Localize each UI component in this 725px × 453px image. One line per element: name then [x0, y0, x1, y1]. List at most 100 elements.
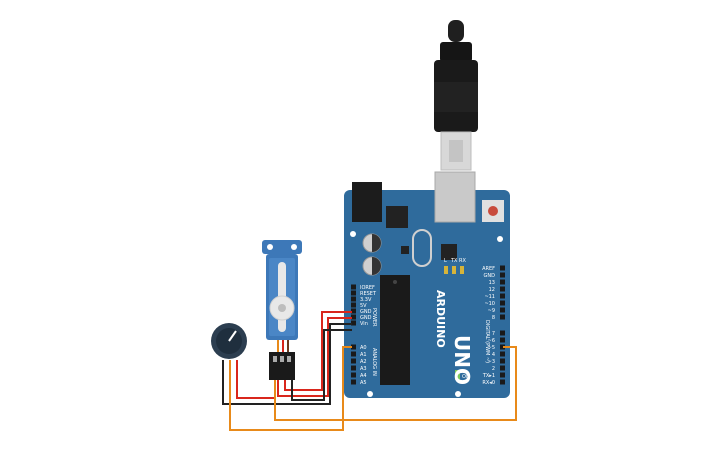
mounting-hole	[350, 231, 356, 237]
header-pin[interactable]	[500, 293, 505, 299]
pin-label: A1	[360, 352, 367, 358]
pin-label: GND	[484, 273, 496, 279]
power-section-label: POWER	[371, 308, 377, 327]
pin-label: ~11	[484, 294, 495, 300]
pot-indicator	[228, 330, 237, 342]
pin-label: TX▸1	[482, 373, 495, 379]
header-pin[interactable]	[500, 272, 505, 278]
header-pin[interactable]	[500, 358, 505, 364]
led-rx-label: RX	[459, 258, 466, 264]
pin-label: 4	[492, 352, 495, 358]
header-pin[interactable]	[500, 351, 505, 357]
usb-plug-grip	[434, 82, 478, 112]
header-pin[interactable]	[351, 314, 356, 320]
crystal	[412, 229, 432, 267]
servo-mount-tab	[262, 240, 302, 254]
pin-label: AREF	[482, 266, 495, 272]
pin-label: A3	[360, 366, 367, 372]
header-pin[interactable]	[351, 302, 356, 308]
on-led	[455, 370, 460, 380]
header-pin[interactable]	[351, 351, 356, 357]
header-pin[interactable]	[500, 379, 505, 385]
header-pin[interactable]	[351, 372, 356, 378]
pin-label: ~3	[488, 359, 495, 365]
header-pin[interactable]	[351, 358, 356, 364]
atmega-chip	[380, 275, 410, 385]
wire-gnd-servo[interactable]	[291, 329, 352, 401]
wire-a0-pot-wiper[interactable]	[229, 346, 352, 431]
pin-label: 12	[489, 287, 495, 293]
pin-label: RESET	[360, 291, 377, 297]
brand-label: ARDUINO	[434, 290, 447, 348]
pin-label: 5V	[360, 303, 367, 309]
usb-cable[interactable]	[434, 20, 478, 171]
pin-label: RX◂0	[482, 380, 495, 386]
pin-label: ~6	[488, 338, 495, 344]
pin-label: IOREF	[360, 285, 375, 291]
pin-label: Vin	[360, 321, 368, 327]
on-label: ON	[462, 374, 470, 380]
header-pin[interactable]	[351, 284, 356, 290]
header-pin[interactable]	[351, 344, 356, 350]
pin-label: 2	[492, 366, 495, 372]
header-pin[interactable]	[351, 320, 356, 326]
header-pin[interactable]	[500, 337, 505, 343]
pin-label: ~5	[488, 345, 495, 351]
wires[interactable]	[222, 311, 517, 431]
wire-gnd-pot[interactable]	[222, 323, 352, 405]
usb-plug-contact	[449, 140, 463, 162]
voltage-regulator	[386, 206, 408, 228]
header-pin[interactable]	[500, 307, 505, 313]
pin-label: GND	[360, 309, 372, 315]
wire-d5-servo-signal[interactable]	[274, 346, 517, 421]
pin-label: A0	[360, 345, 367, 351]
header-pin[interactable]	[351, 290, 356, 296]
header-pin[interactable]	[351, 296, 356, 302]
servo-pin	[280, 356, 284, 362]
pin-label: 7	[492, 331, 495, 337]
header-pin[interactable]	[351, 379, 356, 385]
header-pin[interactable]	[500, 300, 505, 306]
pin-label: A4	[360, 373, 367, 379]
capacitor-band	[372, 234, 381, 252]
reset-button[interactable]	[488, 206, 498, 216]
pin-label: ~10	[484, 301, 495, 307]
led-tx-label: TX	[450, 258, 458, 264]
led-rx	[460, 266, 464, 274]
pin-label: ~9	[488, 308, 495, 314]
pin-label: A5	[360, 380, 367, 386]
header-pin[interactable]	[500, 365, 505, 371]
servo-pin	[273, 356, 277, 362]
header-pin[interactable]	[500, 314, 505, 320]
pin-label: 8	[492, 315, 495, 321]
header-pin[interactable]	[351, 308, 356, 314]
arduino-board[interactable]: L TX RX ON ARDUINO UNO POWER ANALOG IN D…	[344, 171, 510, 398]
wire-pot-vcc[interactable]	[236, 360, 276, 399]
servo-mount-hole	[291, 244, 297, 250]
header-pin[interactable]	[500, 372, 505, 378]
mounting-hole	[497, 236, 503, 242]
header-pin[interactable]	[500, 265, 505, 271]
wire-5v-servo[interactable]	[284, 311, 352, 391]
header-pin[interactable]	[500, 344, 505, 350]
header-pin[interactable]	[351, 365, 356, 371]
pin-label: GND	[360, 315, 372, 321]
header-pin[interactable]	[500, 286, 505, 292]
wire-5v-pot[interactable]	[277, 317, 352, 397]
analog-section-label: ANALOG IN	[371, 348, 377, 376]
small-chip	[401, 246, 409, 254]
header-pin[interactable]	[500, 330, 505, 336]
pin-label: 3.3V	[360, 297, 372, 303]
servo-motor[interactable]	[262, 240, 302, 380]
header-pin[interactable]	[500, 279, 505, 285]
capacitor-band	[372, 257, 381, 275]
potentiometer[interactable]	[211, 323, 247, 359]
servo-pin	[287, 356, 291, 362]
dc-jack	[352, 182, 382, 222]
pin-label: 13	[489, 280, 495, 286]
